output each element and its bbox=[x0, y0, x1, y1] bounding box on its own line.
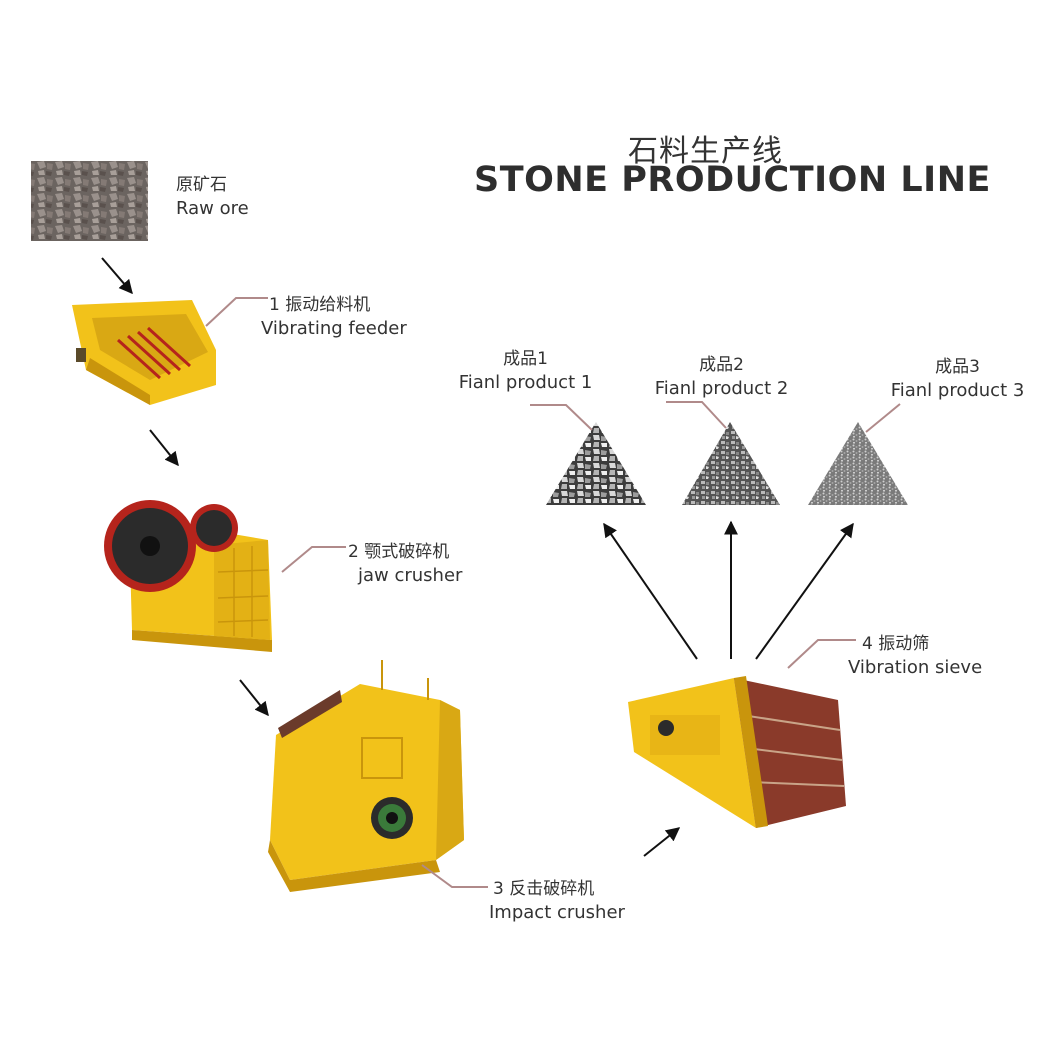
impact-label: 3 反击破碎机 Impact crusher bbox=[489, 878, 625, 924]
product-2-label-cn: 成品2 bbox=[699, 355, 744, 375]
product-3-label-cn: 成品3 bbox=[935, 357, 980, 377]
title-english: STONE PRODUCTION LINE bbox=[474, 160, 991, 200]
flow-arrow-impact-to-sieve bbox=[643, 827, 681, 857]
vibrating-feeder-illustration bbox=[72, 300, 216, 405]
sieve-label-en: Vibration sieve bbox=[848, 657, 983, 678]
raw-ore-label-cn: 原矿石 bbox=[176, 175, 227, 195]
product-1-label-en: Fianl product 1 bbox=[458, 372, 593, 393]
product-2-label-en: Fianl product 2 bbox=[654, 378, 789, 399]
leader-line-product-3 bbox=[865, 403, 901, 433]
leader-line-impact bbox=[421, 864, 488, 888]
product-1-label: 成品1 Fianl product 1 bbox=[448, 348, 603, 394]
jaw-label-en: jaw crusher bbox=[358, 565, 463, 586]
product-3-label: 成品3 Fianl product 3 bbox=[880, 356, 1035, 402]
feeder-label-cn: 1 振动给料机 bbox=[269, 295, 371, 315]
jaw-crusher-illustration bbox=[104, 500, 272, 652]
leader-line-sieve bbox=[787, 639, 856, 669]
leader-line-product-1 bbox=[530, 404, 593, 431]
vibration-sieve-illustration bbox=[628, 676, 846, 828]
leader-line-product-2 bbox=[666, 401, 727, 429]
raw-ore-image bbox=[31, 161, 148, 241]
jaw-label: 2 颚式破碎机 jaw crusher bbox=[348, 541, 462, 587]
product-3-pile bbox=[808, 422, 908, 505]
flow-arrow-ore-to-feeder bbox=[101, 257, 133, 295]
sieve-label: 4 振动筛 Vibration sieve bbox=[848, 633, 982, 679]
product-1-label-cn: 成品1 bbox=[503, 349, 548, 369]
feeder-label: 1 振动给料机 Vibrating feeder bbox=[261, 294, 407, 340]
product-3-label-en: Fianl product 3 bbox=[890, 380, 1025, 401]
flow-arrow-sieve-to-product-1 bbox=[603, 522, 698, 660]
impact-crusher-illustration bbox=[268, 660, 464, 892]
flow-arrow-jaw-to-impact bbox=[239, 679, 269, 717]
sieve-label-cn: 4 振动筛 bbox=[862, 634, 930, 654]
leader-line-feeder bbox=[205, 297, 268, 327]
feeder-label-en: Vibrating feeder bbox=[261, 318, 407, 339]
jaw-label-cn: 2 颚式破碎机 bbox=[348, 542, 450, 562]
raw-ore-label-en: Raw ore bbox=[176, 198, 249, 219]
product-2-pile bbox=[682, 422, 780, 505]
impact-label-cn: 3 反击破碎机 bbox=[493, 879, 595, 899]
flow-arrow-sieve-to-product-3 bbox=[755, 522, 854, 660]
flow-arrow-feeder-to-jaw bbox=[149, 429, 179, 467]
product-2-label: 成品2 Fianl product 2 bbox=[644, 354, 799, 400]
impact-label-en: Impact crusher bbox=[489, 902, 625, 923]
leader-line-jaw bbox=[281, 546, 346, 573]
product-1-pile bbox=[546, 422, 646, 505]
title-chinese: 石料生产线 bbox=[628, 134, 783, 169]
raw-ore-label: 原矿石 Raw ore bbox=[176, 174, 249, 220]
